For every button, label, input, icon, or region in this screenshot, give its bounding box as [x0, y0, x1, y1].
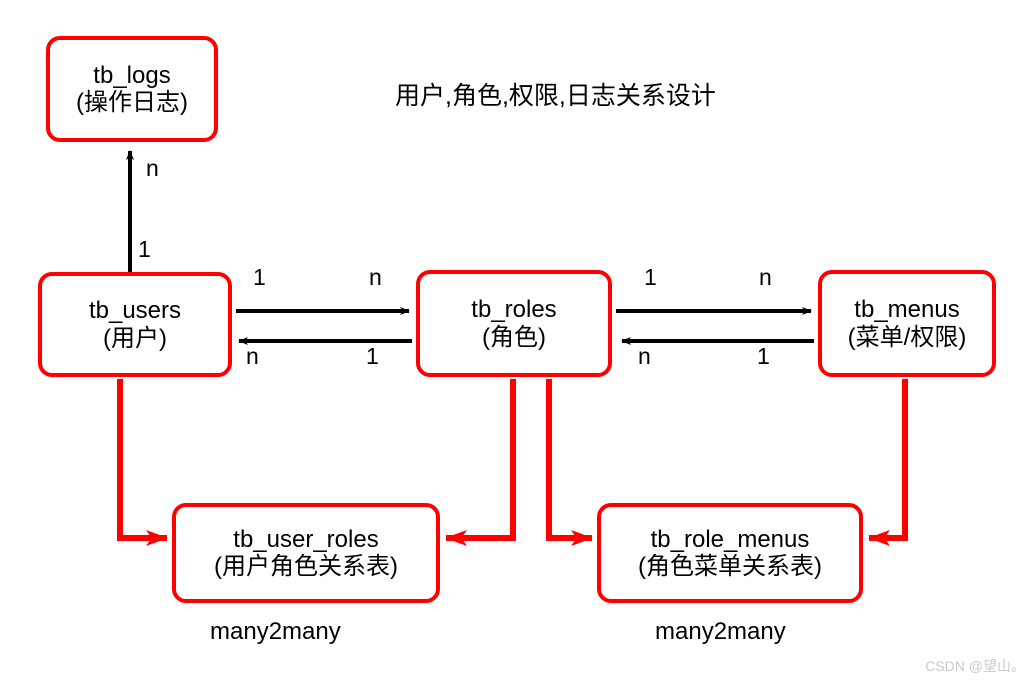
node-tb-menus-name: tb_menus — [854, 296, 960, 324]
node-tb-role-menus[interactable]: tb_role_menus (角色菜单关系表) — [597, 503, 863, 603]
connector-roles-to-user-roles — [445, 379, 516, 546]
node-tb-roles-name: tb_roles — [471, 296, 557, 324]
node-tb-menus[interactable]: tb_menus (菜单/权限) — [818, 270, 996, 377]
cardinality-users-roles-bottom-left: n — [246, 343, 259, 369]
node-tb-users-name: tb_users — [88, 297, 182, 325]
cardinality-users-roles-bottom-right: 1 — [366, 343, 379, 369]
node-tb-users[interactable]: tb_users (用户) — [38, 272, 232, 377]
node-tb-role-menus-name: tb_role_menus — [650, 525, 810, 553]
cardinality-users-roles-top-left: 1 — [253, 264, 266, 290]
cardinality-roles-menus-top-right: n — [759, 264, 772, 290]
watermark: CSDN @望山。 — [925, 658, 1025, 674]
node-tb-logs[interactable]: tb_logs (操作日志) — [46, 36, 218, 142]
cardinality-users-roles-top-right: n — [369, 264, 382, 290]
cardinality-logs-n: n — [146, 155, 159, 181]
cardinality-roles-menus-bottom-left: n — [638, 343, 651, 369]
diagram-title: 用户,角色,权限,日志关系设计 — [395, 82, 716, 110]
connector-roles-to-role-menus — [546, 379, 593, 546]
node-tb-roles-label: (角色) — [482, 323, 546, 351]
connector-users-to-user-roles — [117, 379, 168, 546]
node-tb-logs-label: (操作日志) — [76, 89, 188, 116]
cardinality-users-logs-1: 1 — [138, 236, 151, 262]
node-tb-user-roles-label: (用户角色关系表) — [214, 553, 398, 580]
node-tb-roles[interactable]: tb_roles (角色) — [416, 270, 612, 377]
node-tb-user-roles[interactable]: tb_user_roles (用户角色关系表) — [172, 503, 440, 603]
note-many2many-user-roles: many2many — [210, 618, 341, 645]
cardinality-roles-menus-top-left: 1 — [644, 264, 657, 290]
node-tb-logs-name: tb_logs — [93, 61, 171, 89]
node-tb-role-menus-label: (角色菜单关系表) — [638, 553, 822, 580]
node-tb-user-roles-name: tb_user_roles — [233, 525, 379, 553]
node-tb-users-label: (用户) — [103, 324, 167, 352]
note-many2many-role-menus: many2many — [655, 618, 786, 645]
connector-menus-to-role-menus — [868, 379, 908, 546]
cardinality-roles-menus-bottom-right: 1 — [757, 343, 770, 369]
node-tb-menus-label: (菜单/权限) — [847, 323, 967, 351]
